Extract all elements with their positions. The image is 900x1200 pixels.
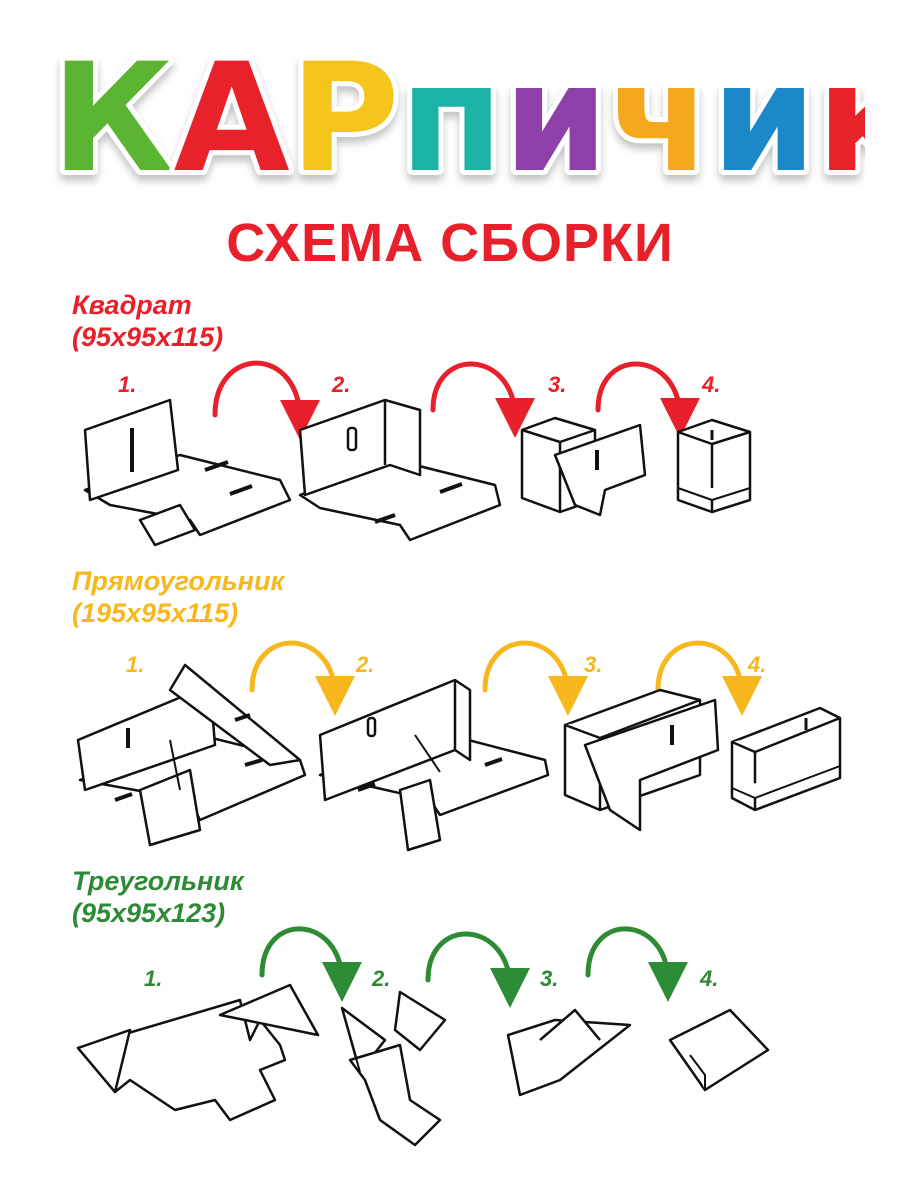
step-label: 3. [540, 966, 559, 991]
logo-letter: и [503, 40, 608, 200]
section-rect-dims: (195x95x115) [72, 598, 239, 628]
step-label: 4. [702, 372, 721, 397]
step-label: 2. [372, 966, 391, 991]
triangle-step4-illustration [668, 1008, 770, 1092]
logo-letter: К [51, 40, 174, 200]
rect-step4-illustration [730, 706, 842, 812]
curved-arrow-icon [425, 931, 530, 1008]
page-title: СХЕМА СБОРКИ [226, 213, 674, 273]
logo-letter: ч [608, 40, 711, 200]
logo-letter: и [711, 40, 816, 200]
section-triangle-name: Треугольник [72, 866, 244, 896]
step-label: 4. [700, 966, 719, 991]
square-step3-illustration [520, 416, 647, 517]
curved-arrow-icon [655, 640, 762, 716]
step-label: 1. [126, 652, 145, 677]
curved-arrow-icon [259, 926, 362, 1002]
curved-arrow-icon [585, 926, 688, 1002]
step-label: 3. [548, 372, 567, 397]
section-square-dims: (95x95x115) [72, 322, 224, 352]
logo-letter: А [174, 40, 290, 200]
square-step2-illustration [298, 398, 502, 542]
logo-letter: к [816, 40, 865, 200]
rect-step3-illustration [563, 688, 720, 832]
curved-arrow-icon [430, 361, 535, 438]
section-triangle-dims: (95x95x123) [72, 898, 226, 928]
section-square-name: Квадрат [72, 290, 192, 320]
step-label: 2. [356, 652, 375, 677]
brand-logo: КАРпичики [46, 40, 865, 200]
step-label: 2. [332, 372, 351, 397]
section-rect-name: Прямоугольник [72, 566, 285, 596]
step-label: 4. [748, 652, 767, 677]
square-step4-illustration [676, 418, 752, 514]
curved-arrow-icon [482, 640, 588, 716]
triangle-step1-illustration [76, 983, 320, 1122]
step-label: 1. [118, 372, 137, 397]
logo-letter: п [400, 40, 504, 200]
step-label: 1. [144, 966, 163, 991]
rect-step2-illustration [318, 678, 550, 852]
curved-arrow-icon [249, 640, 355, 716]
rect-step1-illustration [76, 663, 307, 847]
square-step1-illustration [83, 398, 292, 547]
step-label: 3. [584, 652, 603, 677]
curved-arrow-icon [595, 361, 700, 438]
triangle-step3-illustration [506, 1008, 632, 1097]
triangle-step2-illustration [340, 990, 447, 1147]
curved-arrow-icon [212, 360, 320, 440]
logo-letter: Р [290, 40, 400, 200]
logo-wordmark: КАРпичики [51, 40, 865, 200]
